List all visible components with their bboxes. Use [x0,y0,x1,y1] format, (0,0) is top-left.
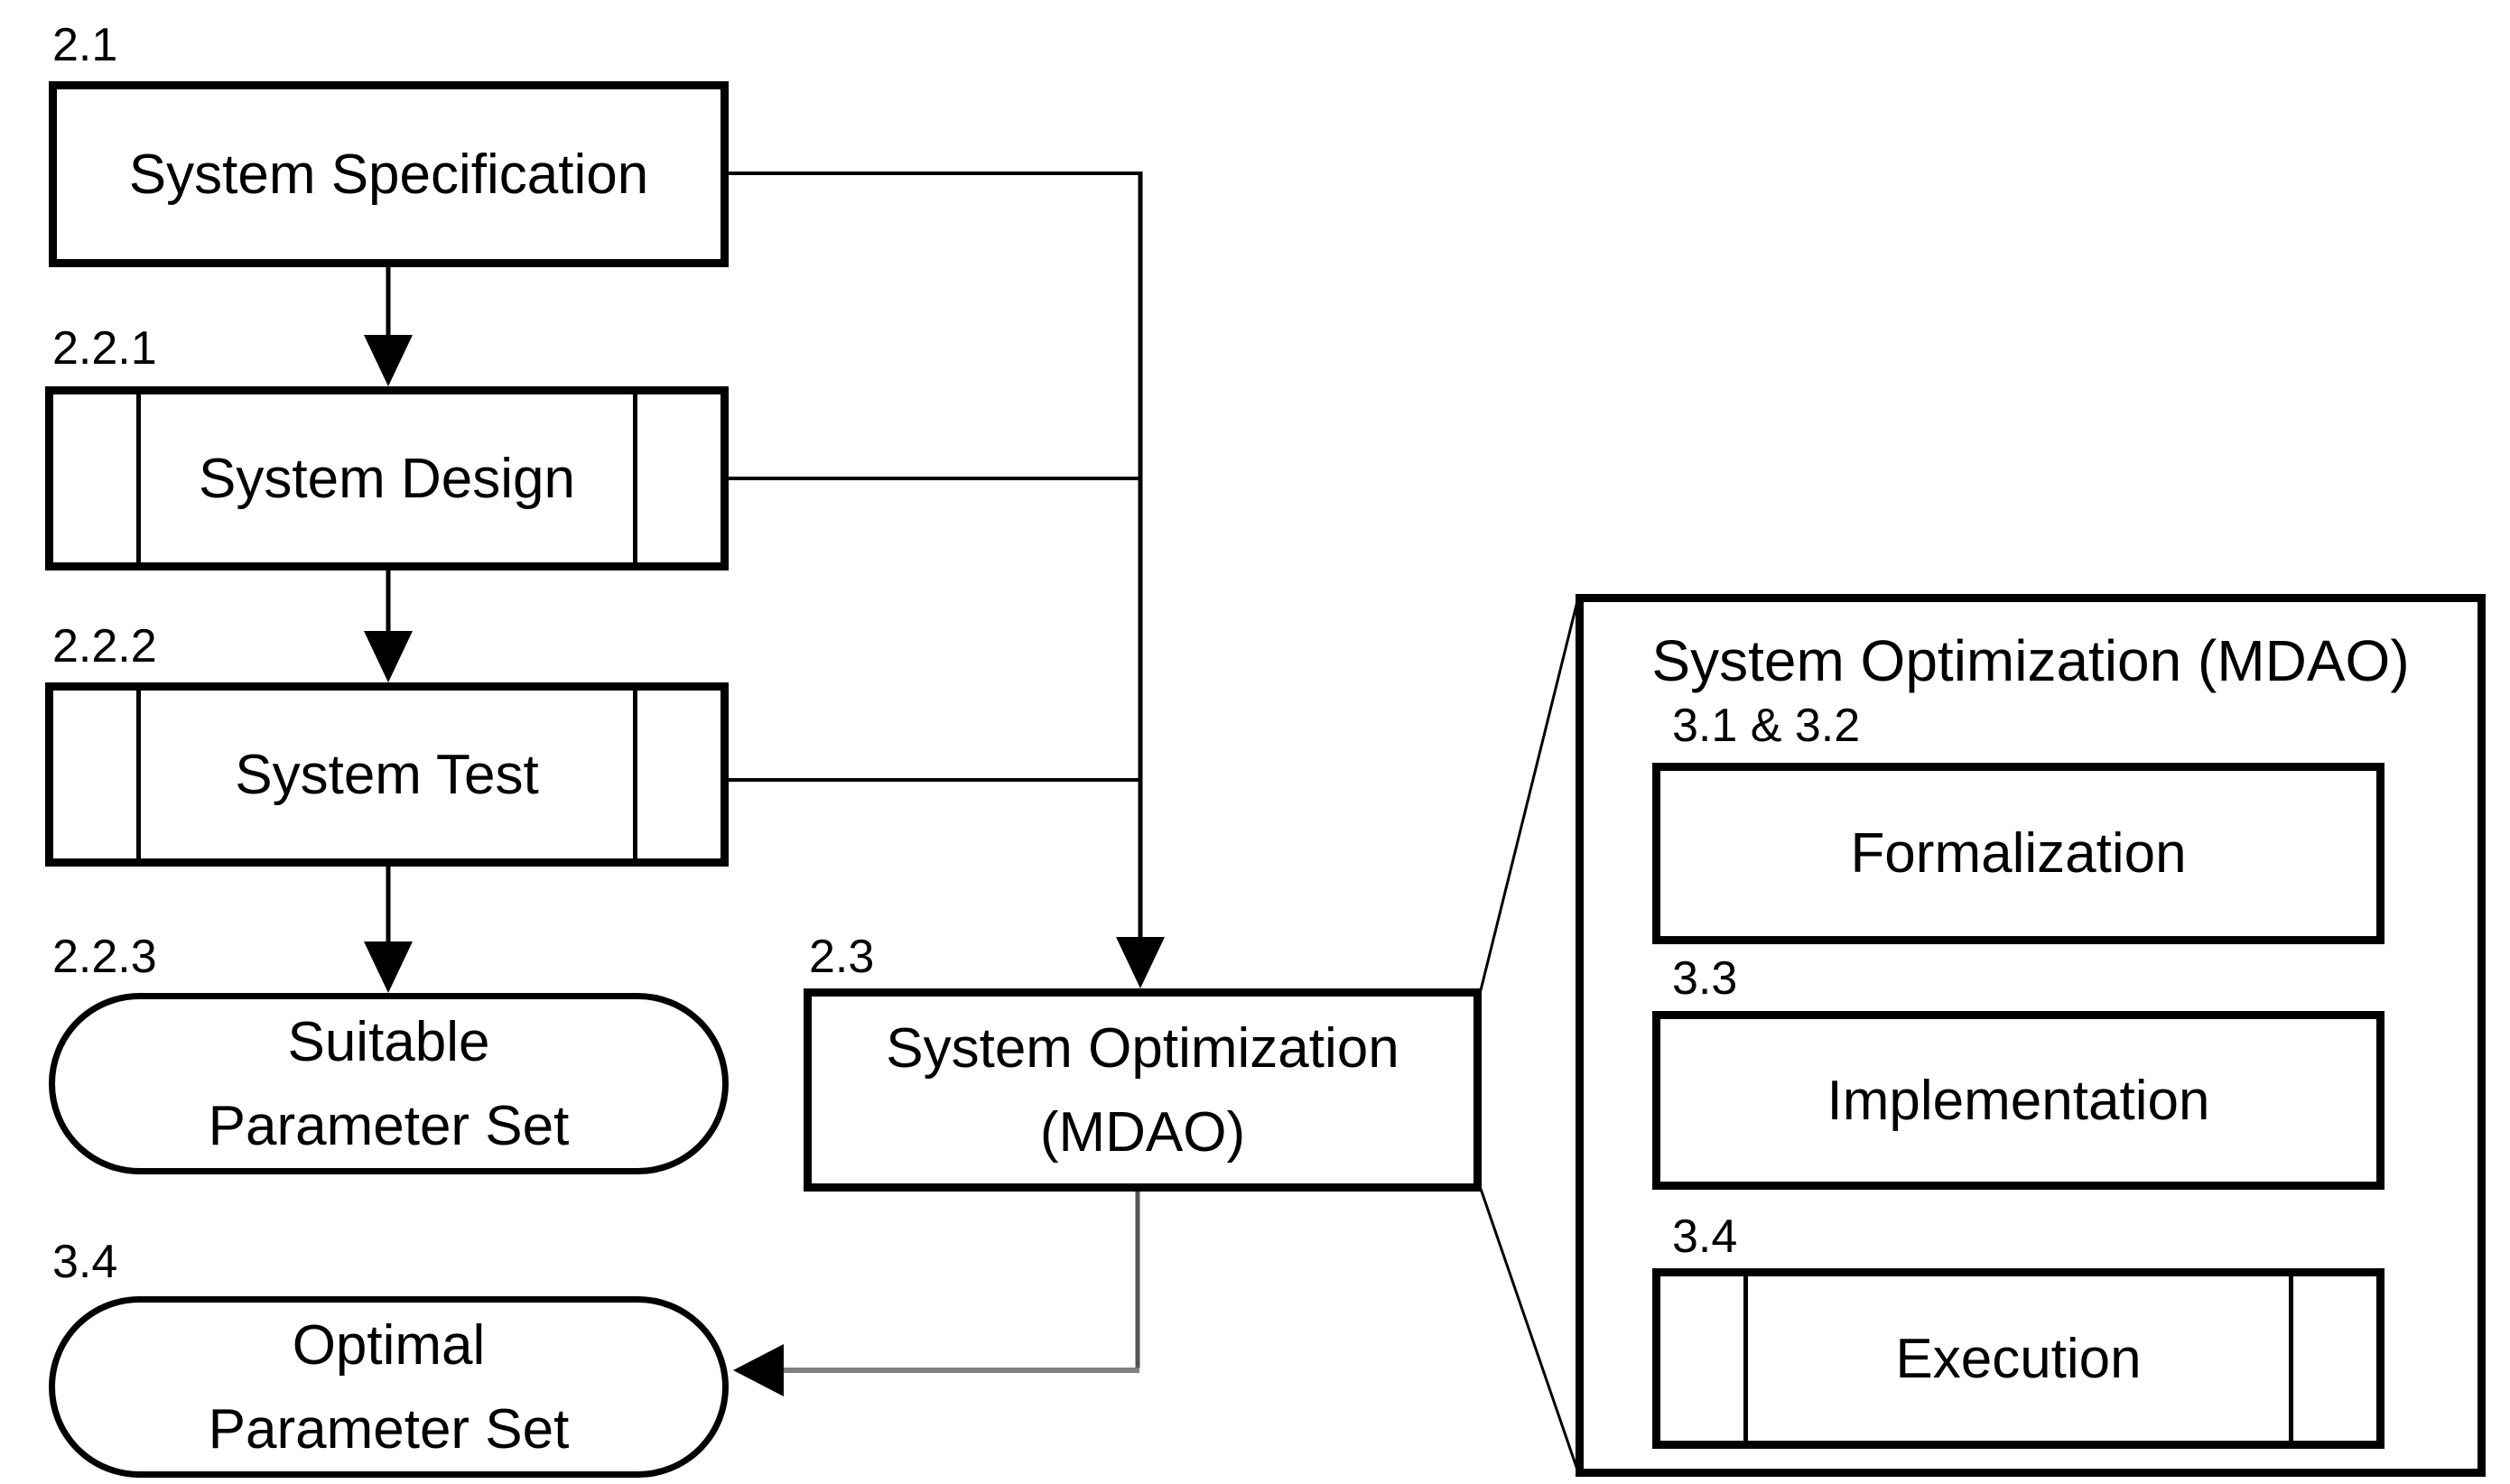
subprocess-box-system-test: System Test [45,682,729,867]
subprocess-box-execution: Execution [1652,1268,2384,1449]
optimal-line2: Parameter Set [208,1397,570,1461]
subprocess-bar-right [2289,1276,2293,1441]
step-label-sysopt: 2.3 [809,931,875,983]
execution-label: Execution [1895,1327,2142,1390]
step-label-optimal: 3.4 [52,1236,118,1288]
step-label-design: 2.2.1 [52,322,157,375]
implementation-label: Implementation [1827,1069,2210,1132]
subprocess-bar-right [633,394,637,562]
process-box-system-specification: System Specification [49,81,729,267]
sysopt-line2: (MDAO) [1039,1100,1246,1164]
subprocess-bar-left [1743,1276,1748,1441]
terminator-suitable-parameter-set: Suitable Parameter Set [49,993,729,1174]
process-box-implementation: Implementation [1652,1011,2384,1190]
arrowhead-into-sysopt [1116,937,1165,988]
arrowhead-design-to-test [364,631,413,682]
arrowhead-into-optimal [733,1344,784,1396]
sysopt-line1: System Optimization [886,1016,1399,1080]
system-test-label: System Test [235,743,539,806]
formalization-label: Formalization [1850,822,2187,885]
callout-diagonal-top [1479,597,1580,991]
detail-panel-title: System Optimization (MDAO) [1651,628,2410,693]
process-box-formalization: Formalization [1652,763,2384,944]
step-label-suitable: 2.2.3 [52,931,157,983]
suitable-line1: Suitable [287,1010,490,1073]
callout-diagonal-bottom [1479,1188,1580,1473]
optimal-line1: Optimal [292,1313,486,1377]
step-label-formalization: 3.1 & 3.2 [1672,700,1861,752]
suitable-line2: Parameter Set [208,1094,570,1157]
step-label-spec: 2.1 [52,19,118,71]
process-box-system-optimization: System Optimization (MDAO) [804,988,1482,1192]
arrowhead-spec-to-design [364,335,413,386]
subprocess-bar-right [633,691,637,858]
subprocess-bar-left [136,394,141,562]
subprocess-box-system-design: System Design [45,386,729,570]
step-label-test: 2.2.2 [52,620,157,672]
step-label-implementation: 3.3 [1672,952,1738,1005]
system-specification-label: System Specification [128,143,649,206]
subprocess-bar-left [136,691,141,858]
arrowhead-test-to-suitable [364,941,413,993]
step-label-execution: 3.4 [1672,1210,1738,1263]
system-design-label: System Design [199,447,575,510]
terminator-optimal-parameter-set: Optimal Parameter Set [49,1296,729,1478]
